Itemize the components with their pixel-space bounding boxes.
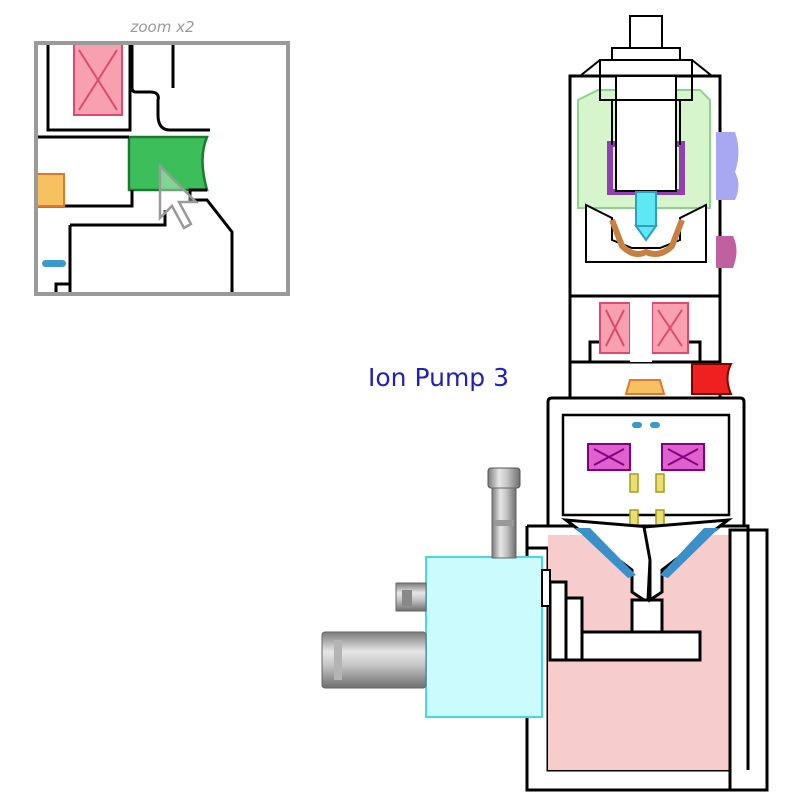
electron-column (546, 15, 746, 603)
specimen-stage (630, 598, 664, 634)
zoom-caption: zoom x2 (130, 18, 195, 36)
zoom-aperture (36, 173, 65, 207)
vacuum-pipes (321, 467, 521, 689)
zoom-deflector (42, 260, 66, 267)
load-lock (425, 556, 551, 718)
zoom-panel (34, 41, 290, 296)
ion-pump-label: Ion Pump 3 (368, 363, 510, 392)
mouse-cursor-icon (158, 162, 200, 230)
specimen-chamber (525, 524, 769, 792)
